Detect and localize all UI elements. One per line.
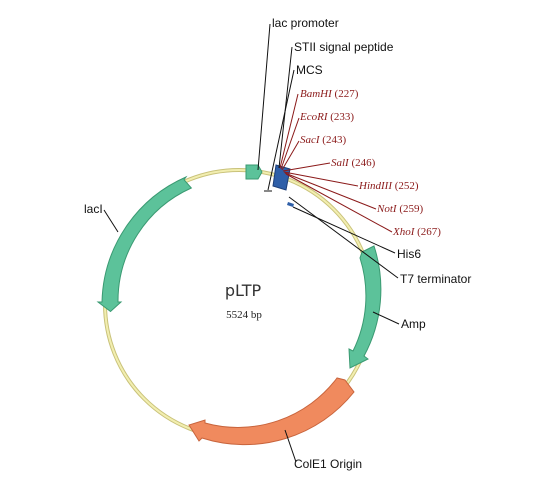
ecori-label: EcoRI (233) — [299, 111, 354, 123]
laci-leader — [103, 209, 119, 233]
hindiii-label: HindIII (252) — [358, 180, 419, 192]
feature-leader-lines — [103, 23, 400, 463]
hindiii-name: HindIII — [358, 180, 393, 192]
noti-pos: (259) — [399, 203, 423, 215]
restriction-site-lines — [279, 93, 393, 233]
xhoi-line — [285, 173, 393, 233]
mcs-leader — [267, 69, 295, 191]
ecori-pos: (233) — [330, 111, 354, 123]
xhoi-pos: (267) — [417, 226, 441, 238]
cole1-origin-label: ColE1 Origin — [294, 457, 362, 471]
saci-pos: (243) — [322, 134, 346, 146]
noti-line — [284, 172, 377, 210]
bamhi-label: BamHI (227) — [300, 88, 359, 100]
noti-label: NotI (259) — [376, 203, 423, 215]
restriction-site-labels: BamHI (227) EcoRI (233) SacI (243) SalI … — [299, 88, 441, 238]
mcs-block — [272, 164, 291, 191]
lac-promoter-label: lac promoter — [272, 16, 339, 30]
sali-pos: (246) — [351, 157, 375, 169]
ecori-line — [280, 117, 300, 170]
saci-name: SacI — [300, 134, 321, 146]
plasmid-size: 5524 bp — [226, 309, 262, 321]
laci-label: lacI — [84, 202, 103, 216]
noti-name: NotI — [376, 203, 398, 215]
his6-mark — [287, 202, 294, 207]
xhoi-label: XhoI (267) — [392, 226, 441, 238]
amp-leader — [372, 311, 400, 325]
t7-terminator-label: T7 terminator — [400, 272, 471, 286]
amp-label: Amp — [401, 317, 426, 331]
saci-label: SacI (243) — [300, 134, 346, 146]
laci-arrow — [96, 175, 193, 313]
saci-line — [281, 140, 300, 171]
his6-label: His6 — [397, 247, 421, 261]
t7-leader — [288, 196, 399, 279]
sali-label: SalI (246) — [331, 157, 376, 169]
sali-name: SalI — [331, 157, 350, 169]
lac-promoter-arrow — [245, 164, 263, 180]
bamhi-pos: (227) — [335, 88, 359, 100]
ecori-name: EcoRI — [299, 111, 329, 123]
amp-arrow — [348, 245, 382, 369]
cole1-leader — [284, 429, 297, 463]
lac-promoter-leader — [257, 23, 271, 171]
cole1-arrow — [188, 377, 355, 446]
bamhi-line — [279, 93, 299, 169]
his6-leader — [292, 206, 396, 254]
stii-label: STII signal peptide — [294, 40, 394, 54]
xhoi-name: XhoI — [392, 226, 416, 238]
mcs-label: MCS — [296, 63, 323, 77]
hindiii-line — [283, 171, 359, 187]
bamhi-name: BamHI — [300, 88, 333, 100]
plasmid-name: pLTP — [225, 281, 262, 300]
sali-line — [282, 162, 331, 172]
hindiii-pos: (252) — [395, 180, 419, 192]
